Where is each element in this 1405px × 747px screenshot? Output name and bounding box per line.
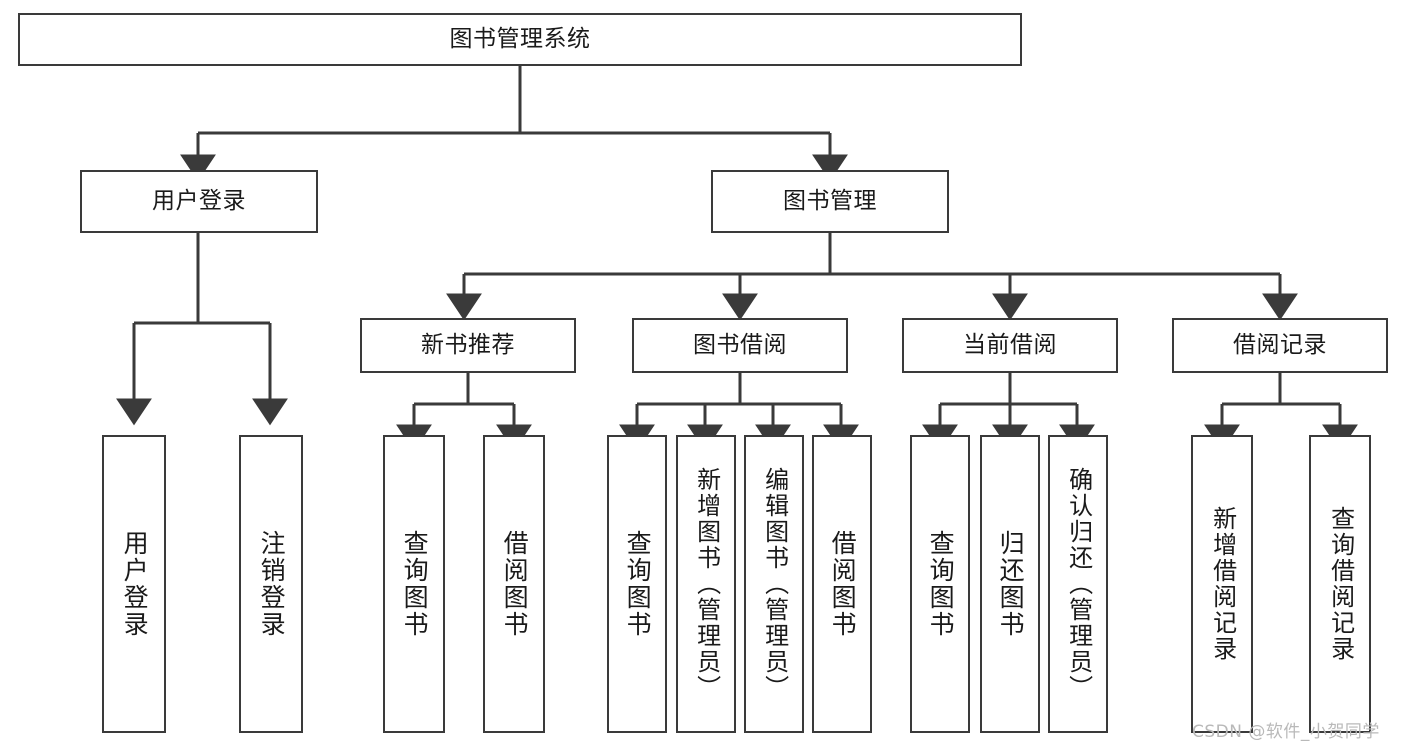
node-new-book-recommend-label: 新书推荐 bbox=[421, 332, 515, 359]
leaf-query-book-3[interactable]: 查询图书 bbox=[910, 435, 970, 733]
leaf-confirm-return-label: 确认归还（管理员） bbox=[1064, 467, 1093, 701]
leaf-return-book-label: 归还图书 bbox=[996, 530, 1026, 638]
leaf-query-book-2[interactable]: 查询图书 bbox=[607, 435, 667, 733]
leaf-query-book-3-label: 查询图书 bbox=[926, 530, 956, 638]
leaf-query-record[interactable]: 查询借阅记录 bbox=[1309, 435, 1371, 733]
node-book-manage-label: 图书管理 bbox=[783, 188, 877, 215]
leaf-user-login-label: 用户登录 bbox=[120, 530, 150, 638]
watermark-text: CSDN @软件_小贺同学 bbox=[1192, 722, 1380, 742]
leaf-add-book[interactable]: 新增图书（管理员） bbox=[676, 435, 736, 733]
leaf-logout[interactable]: 注销登录 bbox=[239, 435, 303, 733]
node-borrow-record[interactable]: 借阅记录 bbox=[1172, 318, 1388, 373]
node-user-login[interactable]: 用户登录 bbox=[80, 170, 318, 233]
node-user-login-label: 用户登录 bbox=[152, 188, 246, 215]
leaf-query-book-2-label: 查询图书 bbox=[623, 530, 653, 638]
leaf-return-book[interactable]: 归还图书 bbox=[980, 435, 1040, 733]
leaf-logout-label: 注销登录 bbox=[257, 530, 287, 638]
leaf-user-login[interactable]: 用户登录 bbox=[102, 435, 166, 733]
node-book-borrow[interactable]: 图书借阅 bbox=[632, 318, 848, 373]
leaf-confirm-return[interactable]: 确认归还（管理员） bbox=[1048, 435, 1108, 733]
leaf-borrow-book-1-label: 借阅图书 bbox=[500, 530, 530, 638]
leaf-edit-book-label: 编辑图书（管理员） bbox=[760, 467, 789, 701]
leaf-edit-book[interactable]: 编辑图书（管理员） bbox=[744, 435, 804, 733]
node-root[interactable]: 图书管理系统 bbox=[18, 13, 1022, 66]
leaf-add-record[interactable]: 新增借阅记录 bbox=[1191, 435, 1253, 733]
leaf-query-book-1[interactable]: 查询图书 bbox=[383, 435, 445, 733]
node-borrow-record-label: 借阅记录 bbox=[1233, 332, 1327, 359]
leaf-borrow-book-1[interactable]: 借阅图书 bbox=[483, 435, 545, 733]
node-root-label: 图书管理系统 bbox=[449, 26, 591, 53]
leaf-add-record-label: 新增借阅记录 bbox=[1208, 506, 1237, 662]
node-book-borrow-label: 图书借阅 bbox=[693, 332, 787, 359]
leaf-borrow-book-2[interactable]: 借阅图书 bbox=[812, 435, 872, 733]
leaf-query-book-1-label: 查询图书 bbox=[400, 530, 430, 638]
leaf-add-book-label: 新增图书（管理员） bbox=[692, 467, 721, 701]
node-book-manage[interactable]: 图书管理 bbox=[711, 170, 949, 233]
node-new-book-recommend[interactable]: 新书推荐 bbox=[360, 318, 576, 373]
node-current-borrow[interactable]: 当前借阅 bbox=[902, 318, 1118, 373]
node-current-borrow-label: 当前借阅 bbox=[963, 332, 1057, 359]
leaf-query-record-label: 查询借阅记录 bbox=[1326, 506, 1355, 662]
leaf-borrow-book-2-label: 借阅图书 bbox=[828, 530, 858, 638]
